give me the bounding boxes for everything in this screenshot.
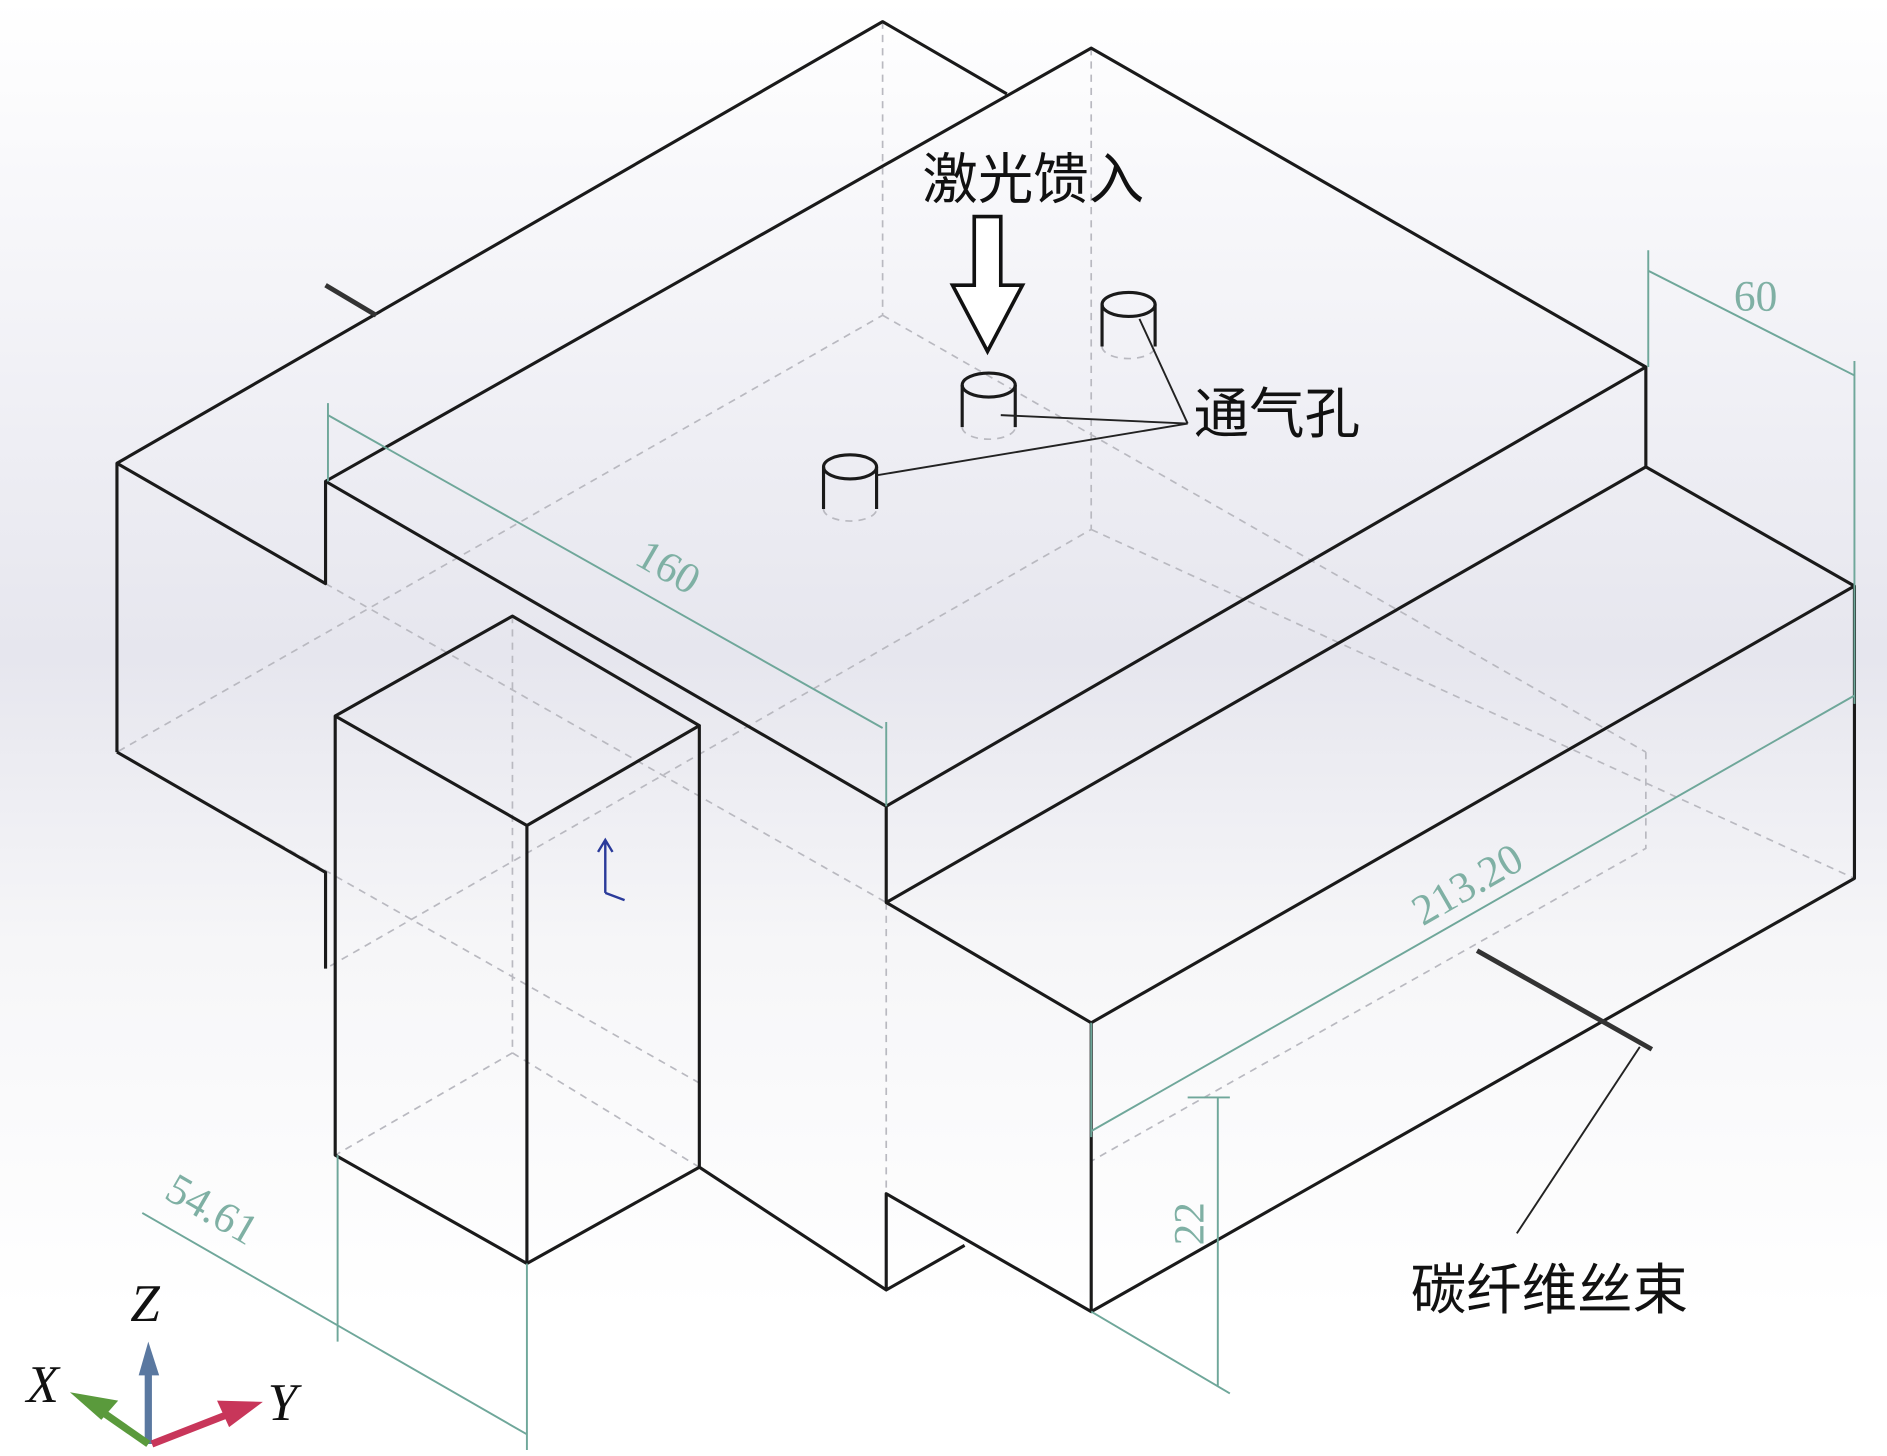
vent-hole bbox=[960, 371, 1017, 441]
label-laser-feed: 激光馈入 bbox=[922, 149, 1144, 213]
axis-triad: Z X Y bbox=[25, 1275, 303, 1448]
dimension-213-20: 213.20 bbox=[1404, 834, 1531, 935]
dimension-22: 22 bbox=[1165, 1202, 1213, 1245]
fiber-bundle bbox=[324, 283, 1654, 1234]
vent-holes bbox=[821, 290, 1189, 522]
dimension-60: 60 bbox=[1734, 272, 1777, 320]
y-axis-arrow-icon bbox=[150, 1410, 231, 1448]
vent-hole bbox=[1100, 290, 1157, 360]
vent-hole bbox=[821, 453, 879, 522]
dimension-160: 160 bbox=[628, 530, 708, 604]
label-carbon-fiber-bundle: 碳纤维丝束 bbox=[1411, 1259, 1688, 1323]
dimension-54-61: 54.61 bbox=[158, 1164, 267, 1254]
dimension-lines bbox=[141, 250, 1856, 1450]
hidden-lines bbox=[116, 21, 1855, 1194]
axis-label-x: X bbox=[25, 1356, 62, 1414]
laser-feed-arrow-icon bbox=[949, 214, 1026, 356]
origin-marker-icon bbox=[597, 837, 626, 902]
axis-label-y: Y bbox=[268, 1374, 303, 1432]
axis-label-z: Z bbox=[130, 1275, 160, 1333]
label-vent-holes: 通气孔 bbox=[1194, 383, 1360, 447]
